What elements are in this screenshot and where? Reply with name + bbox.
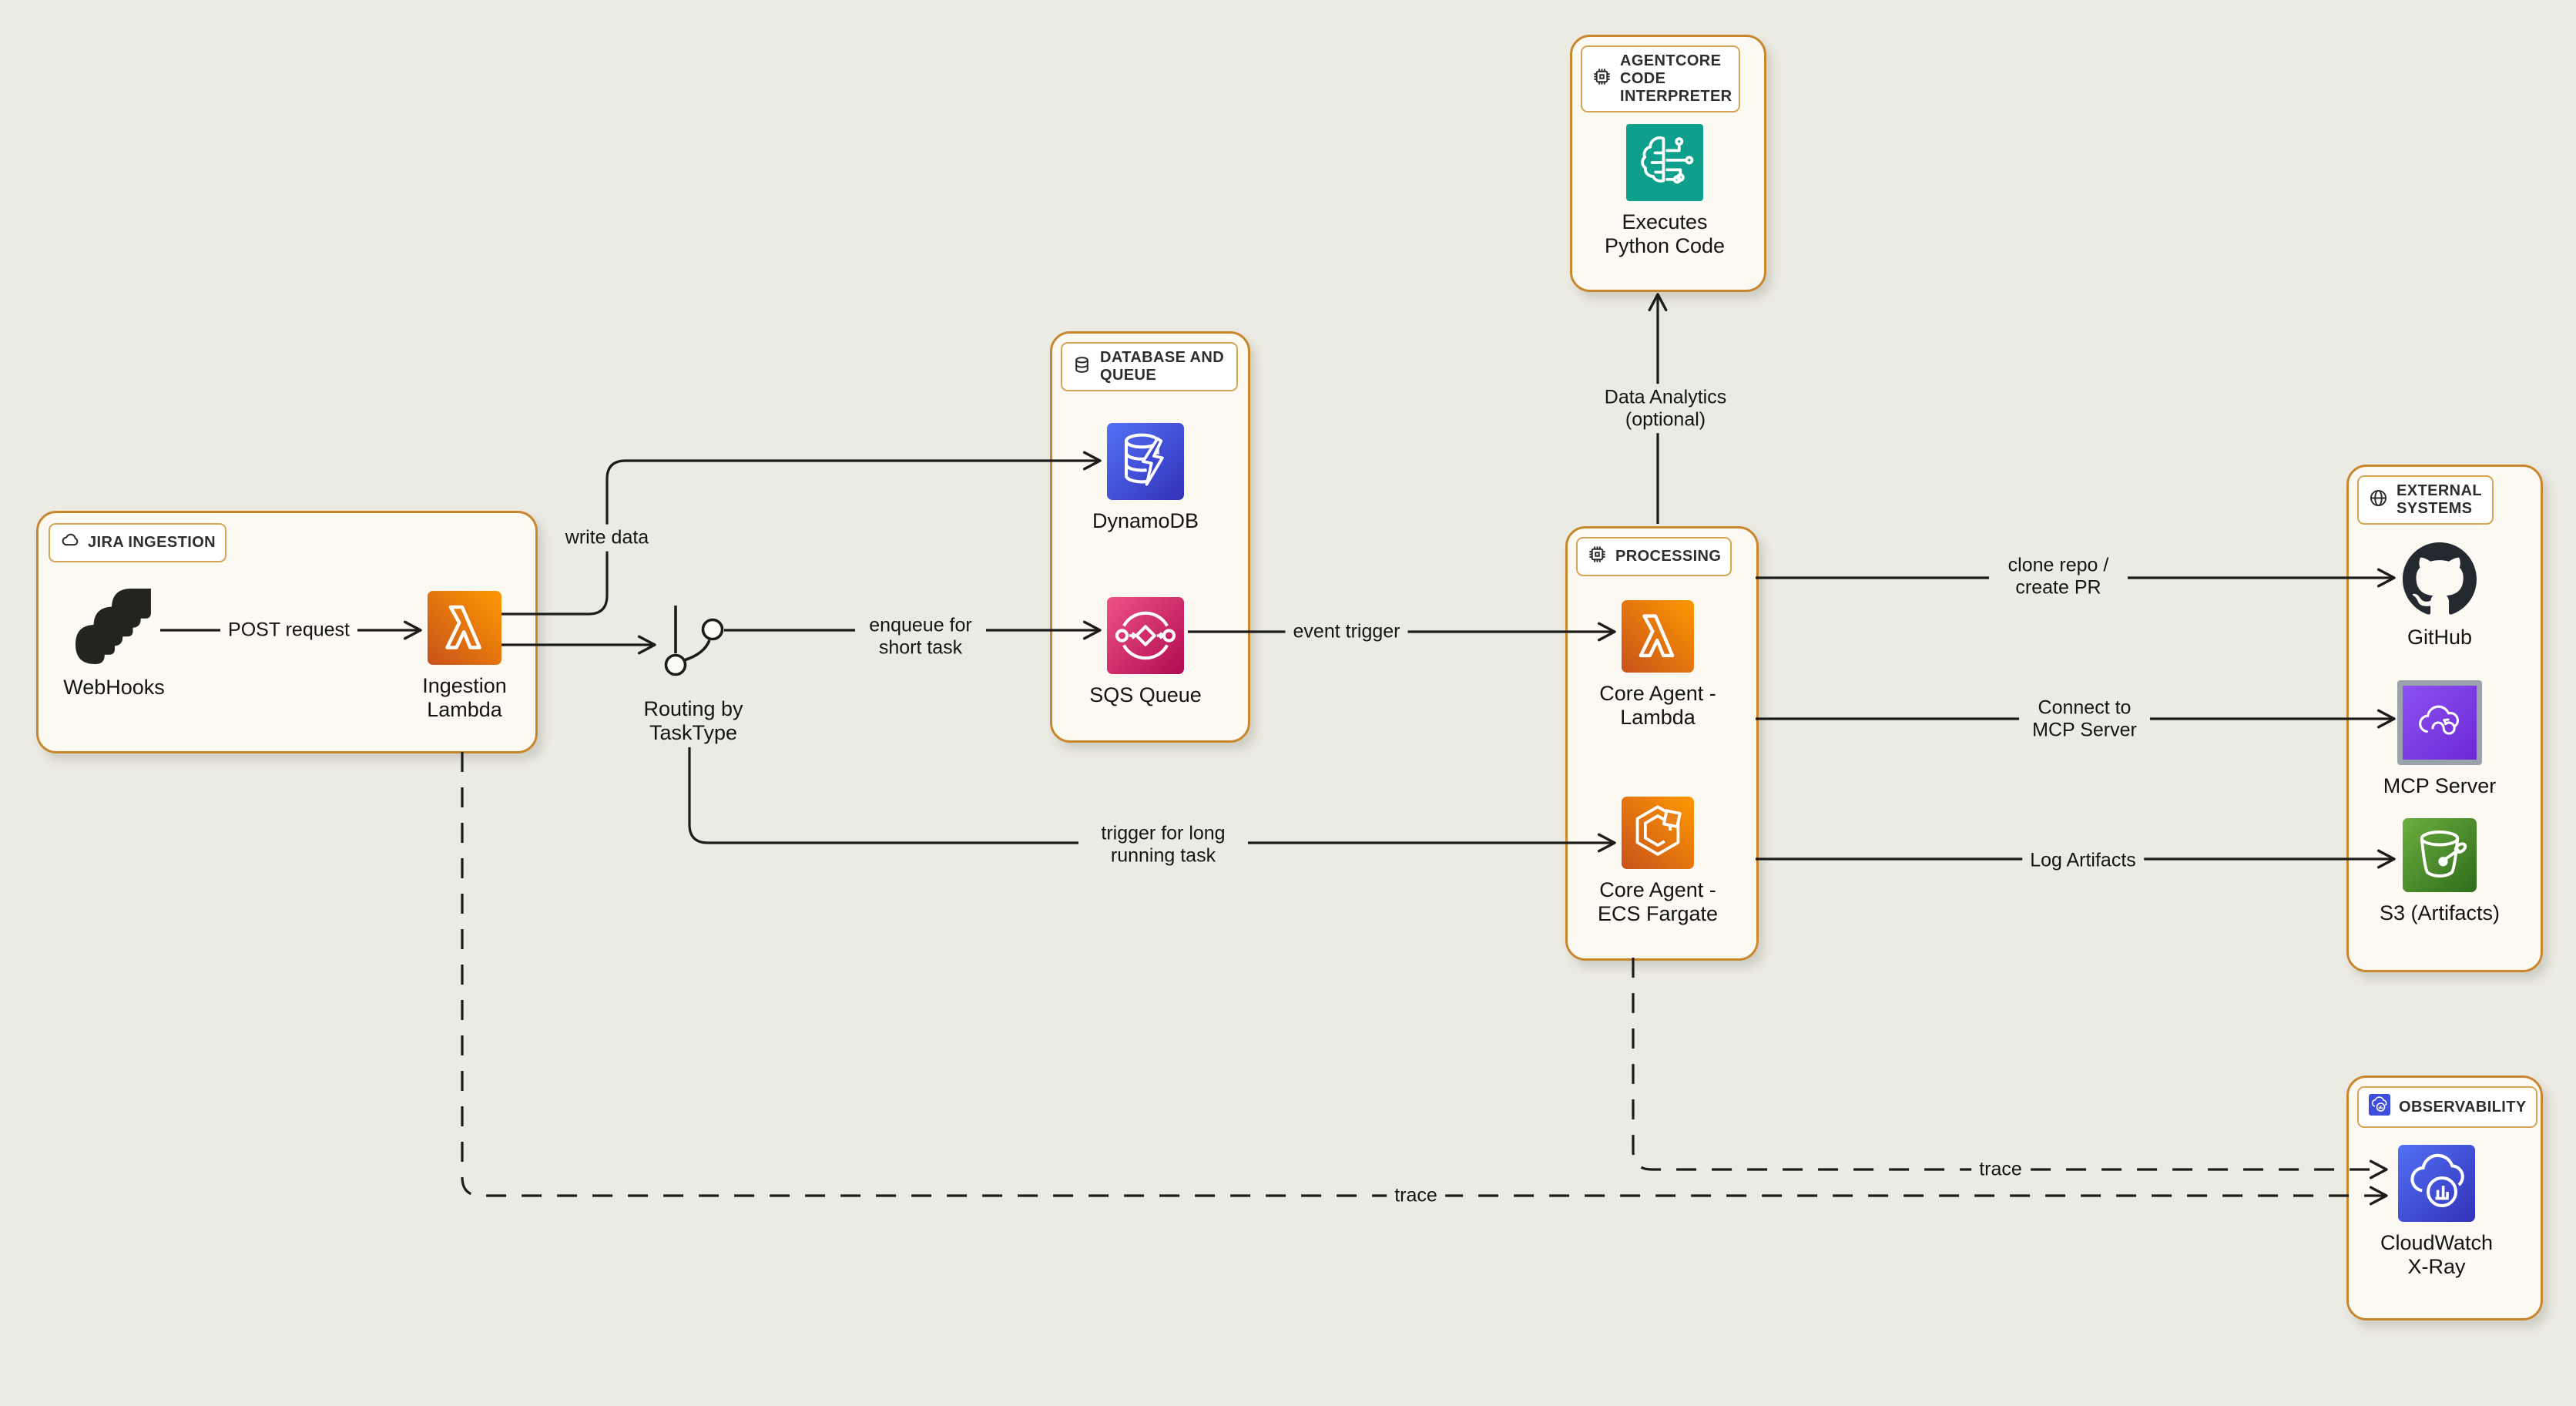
node-label: Core Agent - ECS Fargate: [1597, 878, 1719, 926]
badge-label: JIRA INGESTION: [88, 534, 216, 551]
node-cloudwatch-xray: CloudWatch X-Ray: [2344, 1145, 2529, 1280]
edge-label-log-artifacts: Log Artifacts: [2022, 847, 2144, 874]
node-label: Core Agent - Lambda: [1599, 682, 1716, 730]
badge-database-queue: DATABASE AND QUEUE: [1061, 342, 1238, 391]
node-label: WebHooks: [63, 676, 165, 699]
edge-label-write-data: write data: [557, 524, 657, 552]
chip-icon: [1587, 544, 1608, 569]
node-label: Executes Python Code: [1604, 210, 1726, 258]
cloud-icon: [59, 530, 80, 555]
edge-label-event-trigger: event trigger: [1285, 618, 1408, 646]
lambda-icon: [1622, 600, 1694, 673]
edge-trace-processing: [1632, 958, 2388, 1179]
badge-label: DATABASE AND QUEUE: [1100, 349, 1225, 384]
github-icon: [2403, 542, 2477, 616]
node-label: Routing by TaskType: [643, 697, 743, 745]
edge-label-long-task: trigger for long running task: [1078, 820, 1248, 869]
ecs-fargate-icon: [1622, 797, 1694, 869]
node-label: CloudWatch X-Ray: [2380, 1231, 2494, 1279]
dynamodb-icon: [1107, 423, 1184, 500]
node-webhooks: WebHooks: [22, 588, 206, 700]
lambda-icon: [428, 591, 501, 665]
badge-label: PROCESSING: [1615, 548, 1722, 565]
node-sqs-queue: SQS Queue: [1053, 597, 1238, 707]
cloudwatch-mini-icon: [2368, 1093, 2391, 1121]
edge-label-trace-processing: trace: [1971, 1156, 2030, 1183]
node-label: SQS Queue: [1089, 683, 1202, 706]
brain-circuit-icon: [1626, 124, 1703, 201]
edge-label-enqueue: enqueue for short task: [855, 612, 986, 661]
node-label: S3 (Artifacts): [2379, 901, 2501, 924]
node-core-agent-lambda: Core Agent - Lambda: [1565, 600, 1750, 730]
edge-label-data-analytics: Data Analytics (optional): [1585, 384, 1746, 433]
node-code-interpreter: Executes Python Code: [1572, 124, 1757, 259]
node-routing-by-tasktype: Routing by TaskType: [601, 697, 786, 746]
database-icon: [1072, 354, 1092, 380]
badge-label: OBSERVABILITY: [2399, 1098, 2527, 1116]
routing-switch-icon: [664, 606, 724, 676]
edge-label-post-request: POST request: [220, 616, 357, 644]
globe-icon: [2368, 488, 2389, 513]
node-s3-artifacts: S3 (Artifacts): [2347, 818, 2532, 925]
node-label: GitHub: [2407, 626, 2473, 649]
badge-processing: PROCESSING: [1576, 537, 1732, 576]
node-dynamodb: DynamoDB: [1053, 423, 1238, 533]
node-mcp-server: MCP Server: [2347, 680, 2532, 798]
node-label: Ingestion Lambda: [422, 674, 507, 722]
edge-trace-jira: [461, 752, 2388, 1206]
node-label: MCP Server: [2383, 774, 2497, 797]
edge-label-clone-repo: clone repo / create PR: [1989, 552, 2128, 601]
chip-icon: [1592, 66, 1612, 92]
node-github: GitHub: [2347, 542, 2532, 649]
badge-label: AGENTCORE CODE INTERPRETER: [1620, 52, 1732, 105]
edge-label-connect-mcp: Connect to MCP Server: [2019, 694, 2150, 743]
mcp-server-icon: [2397, 680, 2482, 765]
node-core-agent-ecs-fargate: Core Agent - ECS Fargate: [1565, 797, 1750, 927]
cloudwatch-icon: [2398, 1145, 2475, 1222]
edge-label-trace-jira: trace: [1387, 1182, 1445, 1210]
s3-bucket-icon: [2403, 818, 2477, 892]
badge-observability: OBSERVABILITY: [2357, 1086, 2537, 1128]
node-ingestion-lambda: Ingestion Lambda: [372, 591, 557, 723]
node-label: DynamoDB: [1092, 509, 1199, 532]
jira-icon: [75, 588, 153, 666]
sqs-icon: [1107, 597, 1184, 674]
badge-jira-ingestion: JIRA INGESTION: [49, 523, 226, 562]
badge-label: EXTERNAL SYSTEMS: [2397, 482, 2482, 517]
badge-external-systems: EXTERNAL SYSTEMS: [2357, 475, 2494, 525]
badge-agentcore: AGENTCORE CODE INTERPRETER: [1581, 45, 1740, 112]
